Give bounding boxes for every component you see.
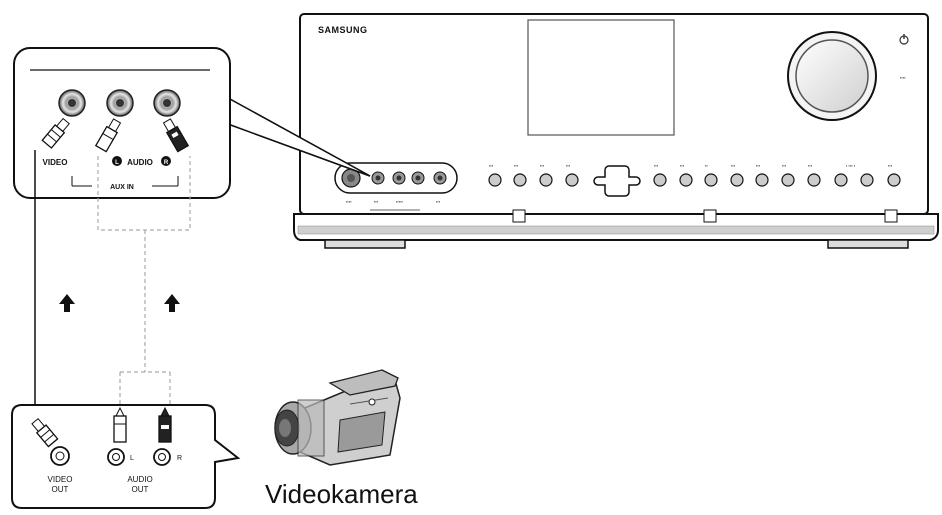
video-label: VIDEO: [43, 158, 68, 167]
svg-text:▪▪▪: ▪▪▪: [782, 163, 787, 168]
svg-text:▪▪▪: ▪▪▪: [566, 163, 571, 168]
rca-plug-icon: [94, 118, 122, 153]
rca-plug-icon: [162, 118, 190, 153]
svg-text:▪▪▪: ▪▪▪: [540, 163, 545, 168]
svg-text:▪▪▪: ▪▪▪: [731, 163, 736, 168]
audio-out-line2: OUT: [132, 485, 149, 494]
volume-knob: [787, 31, 877, 121]
audio-label: AUDIO: [127, 158, 153, 167]
front-jack-labels: ▪▪▪▪ ▪▪▪ ▪▪▪▪▪ ▪▪▪: [346, 199, 441, 211]
videocamera-icon: [274, 369, 401, 466]
video-out-line2: OUT: [52, 485, 69, 494]
audio-right-letter: R: [177, 455, 182, 462]
receiver-buttons-left: [488, 173, 579, 187]
left-badge-text: L: [115, 160, 119, 166]
rca-jack-icon: [153, 89, 181, 117]
svg-text:▪▪▪: ▪▪▪: [489, 163, 494, 168]
receiver-button-labels: ▪▪▪ ▪▪▪ ▪▪▪ ▪▪▪ ▪▪▪ ▪▪▪ ▪▪ ▪▪▪ ▪▪▪ ▪▪▪ ▪…: [489, 163, 893, 168]
svg-text:▪▪▪: ▪▪▪: [680, 163, 685, 168]
audio-left-letter: L: [130, 455, 134, 462]
svg-text:▪▪▪▪▪: ▪▪▪▪▪: [396, 199, 404, 204]
svg-text:▪▪▪: ▪▪▪: [756, 163, 761, 168]
audio-out-line1: AUDIO: [127, 475, 152, 484]
right-badge-text: R: [164, 160, 169, 166]
receiver-display: [527, 19, 675, 136]
svg-text:▪▪▪: ▪▪▪: [808, 163, 813, 168]
rca-plug-icon: [113, 406, 127, 443]
receiver-buttons-right: [653, 173, 901, 187]
brand-logo: SAMSUNG: [318, 25, 368, 35]
camera-output-panel: L R VIDEO OUT AUDIO OUT: [11, 404, 241, 509]
right-badge: [161, 156, 171, 166]
power-icon: [899, 34, 909, 45]
rca-plug-icon: [158, 406, 172, 443]
arrow-up-icon: [59, 294, 75, 312]
svg-text:▪▪▪▪: ▪▪▪▪: [900, 75, 906, 80]
aux-in-label: AUX IN: [110, 184, 134, 191]
rca-plug-icon: [31, 417, 59, 448]
svg-text:▪▪▪: ▪▪▪: [514, 163, 519, 168]
video-out-line1: VIDEO: [48, 475, 73, 484]
zoom-callout: [227, 97, 371, 177]
av-receiver: ▪▪▪▪ ▪▪▪▪ ▪▪▪ ▪▪▪▪▪ ▪▪▪: [293, 13, 939, 249]
left-badge: [112, 156, 122, 166]
aux-in-panel: VIDEO L AUDIO R AUX IN: [13, 47, 231, 199]
rca-jack-icon: [106, 89, 134, 117]
svg-text:▪▪▪▪: ▪▪▪▪: [346, 199, 352, 204]
dpad-icon: [593, 165, 641, 197]
svg-text:▪▪▪: ▪▪▪: [654, 163, 659, 168]
rca-plug-icon: [41, 117, 70, 149]
svg-text:▪▪▪: ▪▪▪: [436, 199, 441, 204]
svg-text:▪▪▪: ▪▪▪: [374, 199, 379, 204]
rca-jack-icon: [58, 89, 86, 117]
svg-text:▪▪: ▪▪: [705, 163, 708, 168]
audio-cable: [97, 156, 191, 410]
device-label: Videokamera: [265, 479, 418, 509]
arrow-up-icon: [164, 294, 180, 312]
svg-text:▪▪▪: ▪▪▪: [888, 163, 893, 168]
svg-text:▪ ▪▪▪ ▪: ▪ ▪▪▪ ▪: [846, 163, 856, 168]
